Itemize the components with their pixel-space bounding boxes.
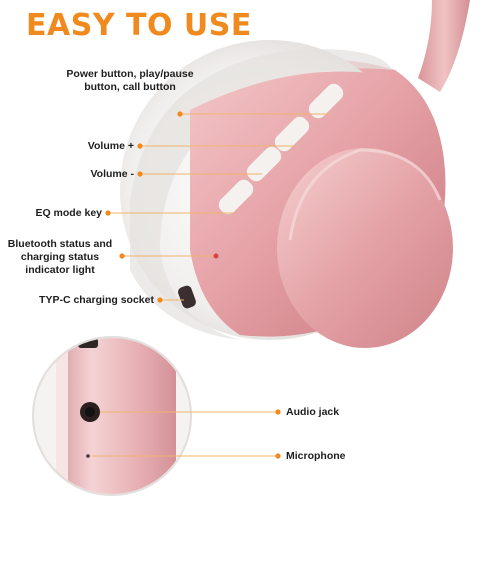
microphone-hole xyxy=(86,454,90,458)
label-typec-socket: TYP-C charging socket xyxy=(39,294,154,306)
control-buttons xyxy=(218,83,344,215)
label-volume-up: Volume + xyxy=(87,140,134,152)
label-microphone: Microphone xyxy=(286,450,346,462)
label-eq-mode-key: EQ mode key xyxy=(35,207,102,219)
earcup-cap xyxy=(277,148,453,348)
label-audio-jack: Audio jack xyxy=(286,406,340,418)
label-power-button: Power button, play/pause button, call bu… xyxy=(62,68,198,94)
headband xyxy=(418,0,470,92)
indicator-light xyxy=(213,253,219,259)
label-power-line2: button, call button xyxy=(84,81,176,93)
label-bluetooth-line1: Bluetooth status and xyxy=(7,238,113,250)
page-title: EASY TO USE xyxy=(26,8,252,43)
label-volume-down: Volume - xyxy=(90,168,134,180)
label-bluetooth-line3: indicator light xyxy=(25,264,95,276)
typec-port xyxy=(178,285,196,309)
label-bluetooth-line2: charging status xyxy=(20,251,100,263)
label-bluetooth-status: Bluetooth status and charging status ind… xyxy=(4,238,116,277)
label-power-line1: Power button, play/pause xyxy=(66,68,194,80)
zoom-detail xyxy=(32,336,192,496)
